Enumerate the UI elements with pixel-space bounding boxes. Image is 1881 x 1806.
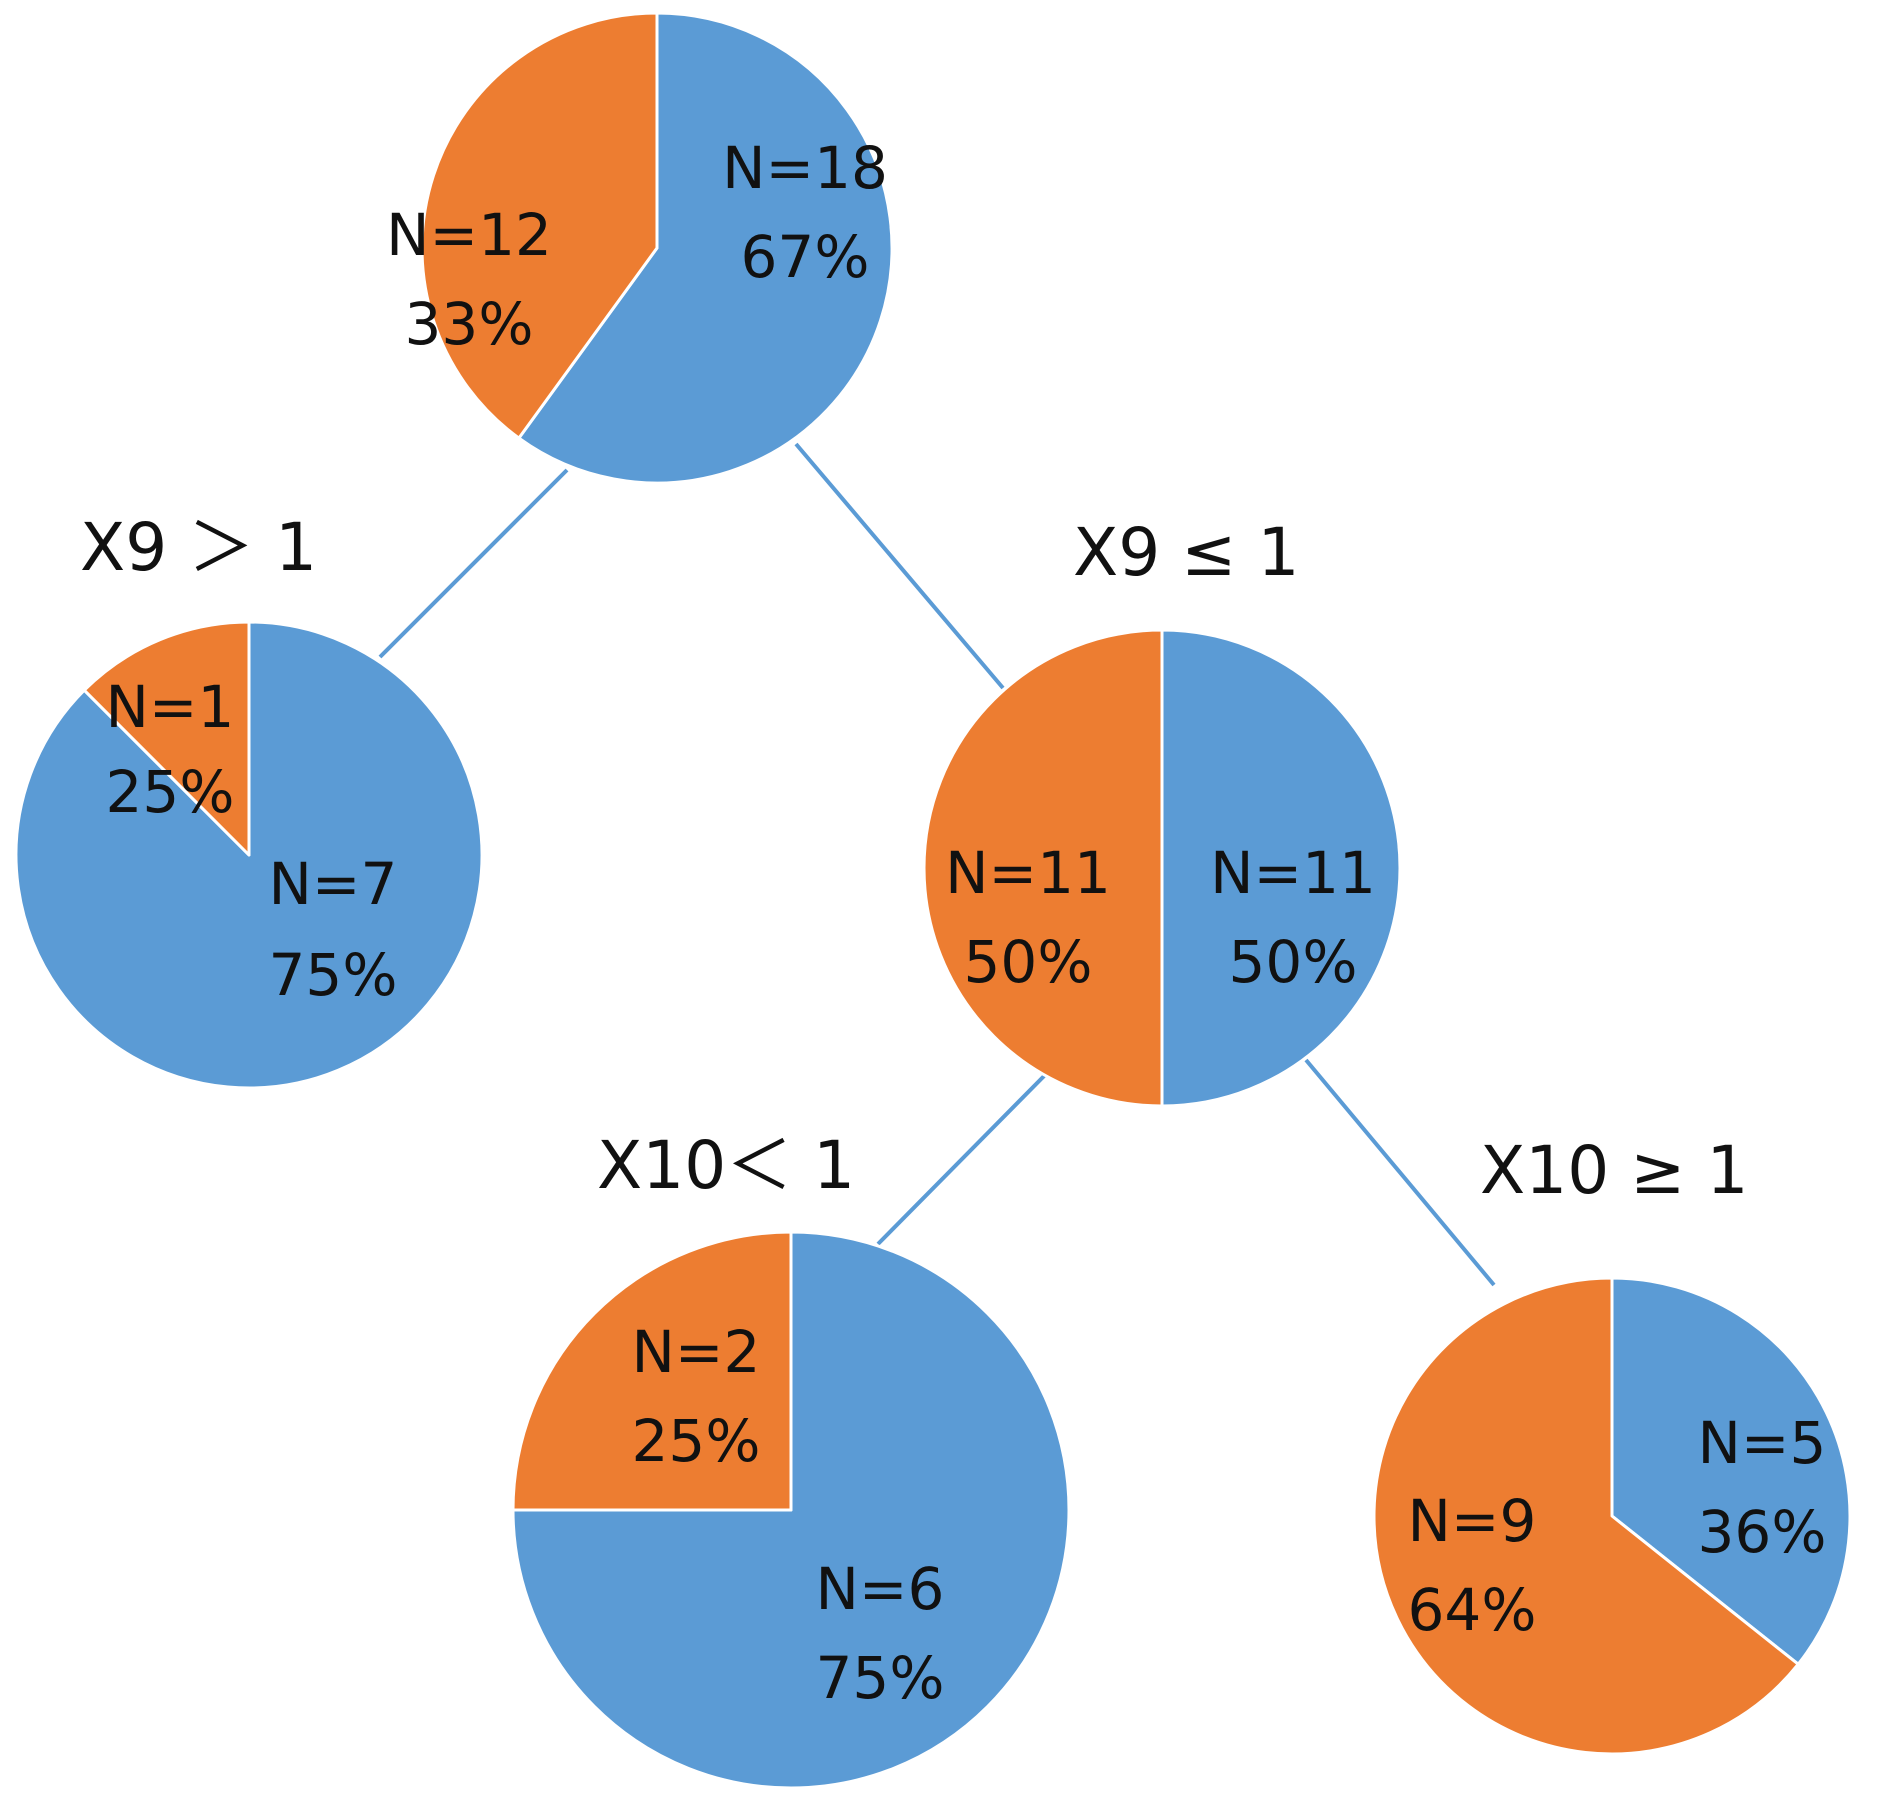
pie-root-orange-count: N=12 [386, 201, 552, 269]
pie-x9-gt-1-blue-percent: 75% [269, 941, 398, 1009]
pie-x9-gt-1-orange-count: N=1 [106, 673, 235, 741]
pie-x9-gt-1-orange-percent: 25% [106, 758, 235, 826]
pie-x10-lt-1-blue-percent: 75% [816, 1644, 945, 1712]
pie-root-slice-orange [420, 11, 659, 440]
pie-x10-ge-1-blue-percent: 36% [1698, 1498, 1827, 1566]
pie-x9-gt-1-blue-count: N=7 [269, 850, 398, 918]
pie-x10-ge-1-slice-blue [1610, 1276, 1852, 1666]
split-label-x10-ge-1: X10 ≥ 1 [1480, 1132, 1748, 1209]
pie-x9-gt-1-slice-orange [82, 620, 251, 857]
pie-x9-le-1-slice-orange [922, 628, 1164, 1108]
split-label-x9-gt-1: X9 ＞ 1 [80, 509, 317, 586]
pie-x9-le-1-orange-percent: 50% [964, 928, 1093, 996]
pie-x10-ge-1-orange-count: N=9 [1408, 1487, 1537, 1555]
pie-x10-ge-1: N=5 36% N=9 64% [1372, 1276, 1852, 1756]
pie-x10-ge-1-blue-count: N=5 [1698, 1409, 1827, 1477]
edge-x9-le-to-x10-ge [1304, 1058, 1496, 1287]
pie-x10-ge-1-orange-percent: 64% [1408, 1576, 1537, 1644]
pie-x9-le-1-blue-percent: 50% [1229, 928, 1358, 996]
pie-x9-le-1-orange-count: N=11 [945, 839, 1111, 907]
pie-x9-gt-1: N=1 25% N=7 75% [14, 620, 484, 1090]
pie-x10-lt-1-slice-orange [511, 1230, 793, 1512]
pie-x10-lt-1-slice-blue [511, 1230, 1071, 1790]
pie-x9-le-1-blue-count: N=11 [1210, 839, 1376, 907]
pie-x10-lt-1: N=2 25% N=6 75% [511, 1230, 1071, 1790]
edge-x9-le-to-x10-lt [876, 1067, 1053, 1246]
pie-x10-ge-1-slice-orange [1372, 1276, 1800, 1756]
tree-edges [378, 442, 1496, 1287]
pie-root: N=18 67% N=12 33% [386, 11, 894, 485]
pie-x10-lt-1-orange-count: N=2 [632, 1318, 761, 1386]
split-label-x9-le-1: X9 ≤ 1 [1073, 514, 1299, 591]
pie-root-orange-percent: 33% [405, 290, 534, 358]
pie-root-slice-blue [517, 11, 894, 485]
edge-root-to-x9-le [794, 442, 1005, 690]
pie-x10-lt-1-blue-count: N=6 [816, 1555, 945, 1623]
split-label-x10-lt-1: X10＜ 1 [597, 1127, 855, 1204]
pie-x9-le-1: N=11 50% N=11 50% [922, 628, 1402, 1108]
edge-root-to-x9-gt [378, 468, 569, 659]
pie-root-blue-percent: 67% [741, 223, 870, 291]
pie-x10-lt-1-orange-percent: 25% [632, 1407, 761, 1475]
pie-x9-le-1-slice-blue [1160, 628, 1402, 1108]
pie-root-blue-count: N=18 [722, 134, 888, 202]
